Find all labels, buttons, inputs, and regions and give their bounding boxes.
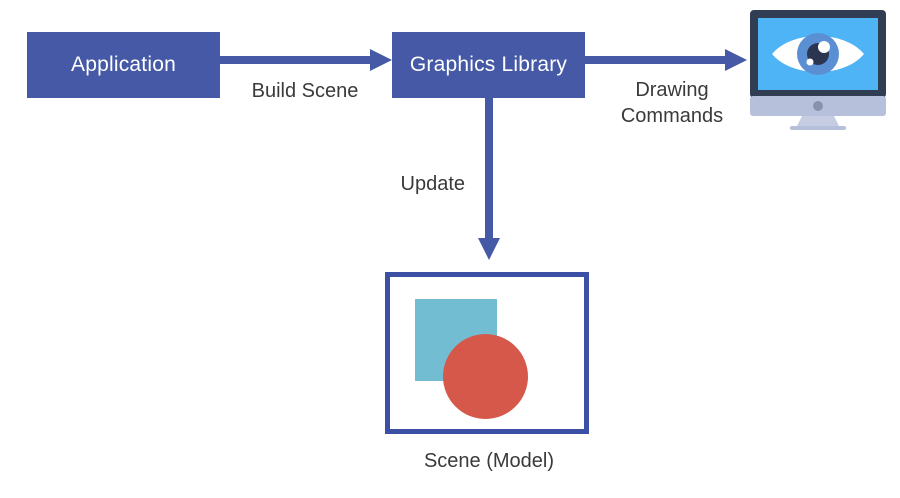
arrow-drawing-commands (585, 49, 747, 71)
node-display-monitor[interactable] (748, 8, 888, 130)
node-application[interactable]: Application (27, 32, 220, 98)
arrow-build-scene (220, 49, 392, 71)
edge-label-drawing-commands: Drawing Commands (620, 79, 724, 127)
node-graphics-library[interactable]: Graphics Library (392, 32, 585, 98)
node-scene-model[interactable] (385, 272, 589, 434)
edge-label-update: Update (400, 173, 466, 195)
scene-shape-circle (443, 334, 528, 419)
scene-caption: Scene (Model) (423, 450, 555, 472)
edge-label-build-scene: Build Scene (251, 80, 359, 102)
arrow-update (478, 98, 500, 260)
node-application-label: Application (71, 53, 176, 76)
monitor-eye-icon (750, 10, 886, 130)
node-graphics-library-label: Graphics Library (409, 53, 568, 76)
